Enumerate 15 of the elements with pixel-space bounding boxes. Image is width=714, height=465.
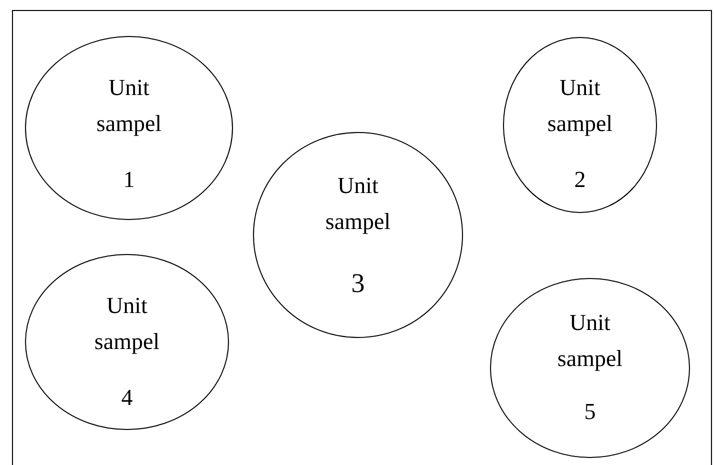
node-number: 2 (574, 166, 586, 194)
node-number: 4 (121, 384, 133, 412)
node-label: Unit sampel (95, 74, 163, 138)
node-label: Unit sampel (93, 292, 161, 356)
node-label: Unit sampel (556, 309, 624, 373)
node-number: 3 (351, 267, 365, 300)
circle-node (253, 132, 463, 338)
circle-node (490, 278, 690, 458)
node-number: 1 (123, 166, 135, 194)
circle-node (25, 36, 233, 220)
node-number: 5 (584, 398, 596, 426)
circle-node (503, 37, 657, 213)
node-label: Unit sampel (324, 172, 392, 236)
circle-node (25, 254, 229, 430)
node-label: Unit sampel (546, 74, 614, 138)
